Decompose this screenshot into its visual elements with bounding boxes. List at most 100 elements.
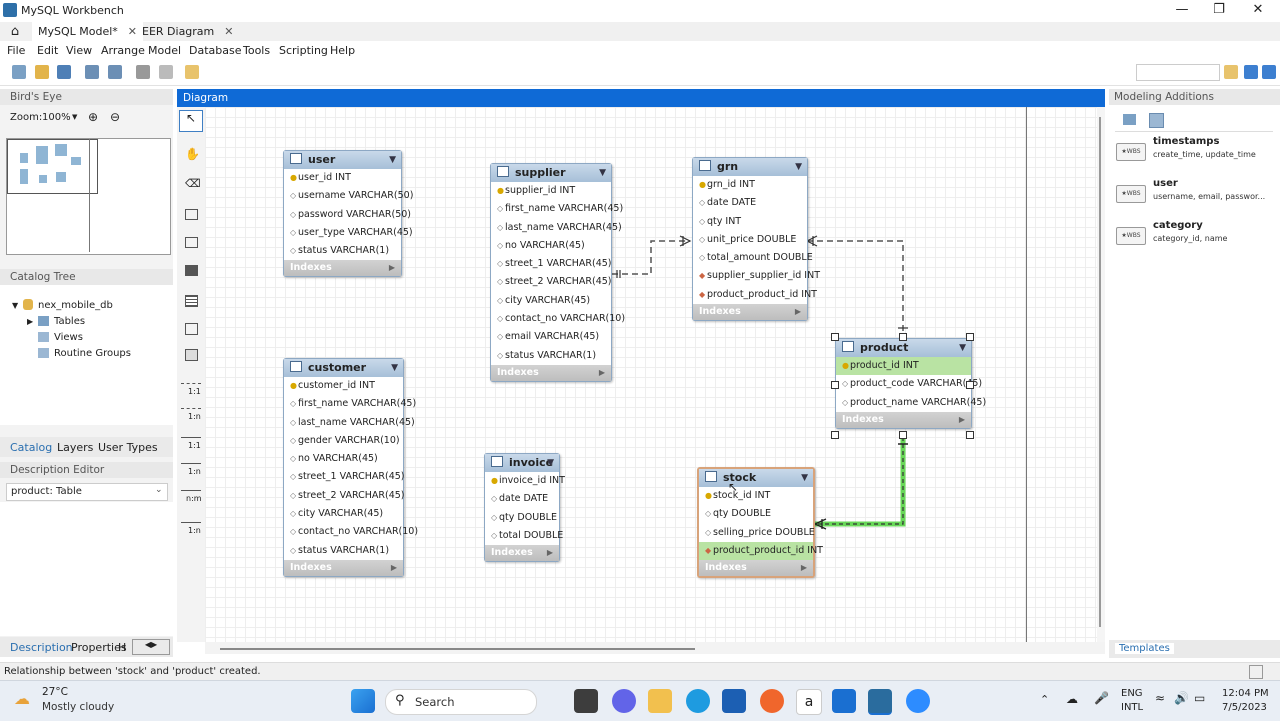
column-row[interactable]: ◇status VARCHAR(1): [491, 347, 611, 365]
tree-routine-groups[interactable]: Routine Groups: [54, 348, 131, 359]
table-header[interactable]: invoice▼: [485, 454, 559, 472]
menu-database[interactable]: Database: [189, 44, 242, 57]
column-row[interactable]: ●invoice_id INT: [485, 472, 565, 490]
maximize-icon[interactable]: ❐: [1213, 2, 1225, 17]
clock-time[interactable]: 12:04 PM: [1222, 688, 1269, 699]
align-icon[interactable]: [159, 65, 173, 79]
column-row[interactable]: ●supplier_id INT: [491, 182, 611, 200]
column-row[interactable]: ●product_id INT: [836, 357, 971, 376]
tab-user-types[interactable]: User Types: [98, 441, 158, 454]
close-tab-icon[interactable]: ✕: [127, 25, 138, 38]
template-list-icon[interactable]: [1149, 113, 1164, 128]
output-panel-icon[interactable]: [1249, 665, 1263, 679]
volume-icon[interactable]: 🔊: [1174, 691, 1189, 705]
table-invoice[interactable]: invoice▼ ●invoice_id INT ◇date DATE ◇qty…: [484, 453, 565, 563]
insert-template-icon[interactable]: [1123, 114, 1136, 125]
edge-icon[interactable]: [686, 689, 710, 713]
table-user[interactable]: user▼ ●user_id INT ◇username VARCHAR(50)…: [283, 150, 413, 278]
table-tool-icon[interactable]: [185, 295, 198, 307]
column-row[interactable]: ◇email VARCHAR(45): [491, 328, 611, 346]
relationship-1-n-nonidentifying[interactable]: 1:n: [188, 412, 201, 421]
tab-templates[interactable]: Templates: [1115, 643, 1174, 654]
zoom-dropdown-icon[interactable]: ▼: [72, 113, 78, 121]
indexes-footer[interactable]: Indexes▶: [284, 559, 403, 576]
chat-icon[interactable]: [612, 689, 636, 713]
tab-properties[interactable]: Properties: [71, 641, 127, 654]
tab-history[interactable]: H: [118, 641, 127, 654]
undo-icon[interactable]: [85, 65, 99, 79]
column-row[interactable]: ●customer_id INT: [284, 377, 403, 395]
table-header[interactable]: supplier▼: [491, 164, 611, 182]
clock-date[interactable]: 7/5/2023: [1222, 702, 1267, 713]
table-product[interactable]: product▼ ●product_id INT ◇product_code V…: [835, 338, 986, 429]
expand-icon[interactable]: ▶: [800, 563, 807, 573]
relationship-product-grn[interactable]: [807, 240, 904, 333]
column-row[interactable]: ◇street_1 VARCHAR(45): [491, 255, 612, 273]
tree-tables[interactable]: Tables: [54, 316, 86, 327]
search-icon[interactable]: [1224, 65, 1238, 79]
tab-catalog[interactable]: Catalog: [10, 441, 53, 454]
collapse-icon[interactable]: ▼: [389, 155, 396, 165]
relationship-n-m[interactable]: n:m: [186, 494, 202, 503]
home-icon[interactable]: ⌂: [10, 24, 20, 39]
pointer-tool-icon[interactable]: ↖: [179, 110, 203, 132]
collapse-icon[interactable]: ▼: [801, 473, 808, 483]
chevron-up-icon[interactable]: ⌃: [1040, 693, 1050, 706]
relationship-1-1-nonidentifying[interactable]: 1:1: [188, 387, 201, 396]
tab-description[interactable]: Description: [10, 641, 73, 654]
minimize-icon[interactable]: —: [1175, 2, 1189, 17]
expand-icon[interactable]: ▶: [390, 562, 397, 572]
expand-icon[interactable]: ▶: [546, 548, 553, 558]
quick-search-input[interactable]: [1136, 64, 1220, 81]
file-explorer-icon[interactable]: [648, 689, 672, 713]
indexes-footer[interactable]: Indexes▶: [284, 260, 401, 277]
close-tab-icon[interactable]: ✕: [224, 25, 234, 38]
indexes-footer[interactable]: Indexes▶: [836, 411, 971, 428]
tab-scroll-arrows[interactable]: ◀▶: [132, 639, 170, 655]
tab-layers[interactable]: Layers: [57, 441, 94, 454]
column-row[interactable]: ◇username VARCHAR(50): [284, 187, 413, 205]
column-row[interactable]: ◇contact_no VARCHAR(10): [491, 310, 625, 328]
collapse-icon[interactable]: ▼: [599, 168, 606, 178]
table-header[interactable]: customer▼: [284, 359, 403, 377]
resize-handle[interactable]: [831, 333, 839, 341]
menu-file[interactable]: File: [7, 44, 26, 57]
description-object-select[interactable]: product: Table ⌄: [6, 483, 168, 501]
column-row[interactable]: ◇date DATE: [485, 490, 559, 508]
relationship-supplier-grn[interactable]: [612, 240, 690, 275]
resize-handle[interactable]: [899, 333, 907, 341]
table-customer[interactable]: customer▼ ●customer_id INT ◇first_name V…: [283, 358, 418, 577]
expand-icon[interactable]: ▶: [794, 307, 801, 317]
resize-handle[interactable]: [831, 431, 839, 439]
column-row[interactable]: ◇total_amount DOUBLE: [693, 249, 813, 267]
column-row[interactable]: ◇gender VARCHAR(10): [284, 432, 403, 450]
relationship-1-n-existing-columns[interactable]: 1:n: [188, 526, 201, 535]
column-row[interactable]: ◇city VARCHAR(45): [284, 505, 403, 523]
new-model-icon[interactable]: [12, 65, 26, 79]
layer-tool-icon[interactable]: [185, 209, 198, 220]
column-row[interactable]: ◇last_name VARCHAR(45): [284, 414, 415, 432]
eraser-tool-icon[interactable]: ⌫: [185, 177, 201, 190]
indexes-footer[interactable]: Indexes▶: [693, 304, 807, 321]
scrollbar-thumb[interactable]: [1099, 117, 1101, 627]
indexes-footer[interactable]: Indexes▶: [485, 545, 559, 562]
language-secondary[interactable]: INTL: [1121, 702, 1144, 713]
template-user[interactable]: ★WBS user username, email, passwor...: [1112, 177, 1272, 211]
menu-scripting[interactable]: Scripting: [279, 44, 328, 57]
image-tool-icon[interactable]: [185, 265, 198, 276]
weather-icon[interactable]: ☁: [14, 689, 30, 708]
column-row[interactable]: ◇first_name VARCHAR(45): [284, 395, 416, 413]
relationship-1-n-identifying[interactable]: 1:n: [188, 467, 201, 476]
redo-icon[interactable]: [108, 65, 122, 79]
column-row[interactable]: ◆product_product_id INT: [693, 286, 817, 304]
table-header[interactable]: stock▼: [699, 469, 813, 487]
menu-arrange[interactable]: Arrange: [101, 44, 145, 57]
column-row[interactable]: ◇street_1 VARCHAR(45): [284, 468, 405, 486]
collapse-icon[interactable]: ▼: [391, 363, 398, 373]
schema-name[interactable]: nex_mobile_db: [38, 300, 113, 311]
zoom-in-icon[interactable]: ⊕: [88, 110, 99, 124]
open-model-icon[interactable]: [35, 65, 49, 79]
column-row[interactable]: ●user_id INT: [284, 169, 401, 187]
column-row[interactable]: ◇password VARCHAR(50): [284, 206, 411, 224]
microphone-icon[interactable]: 🎤: [1094, 691, 1109, 705]
